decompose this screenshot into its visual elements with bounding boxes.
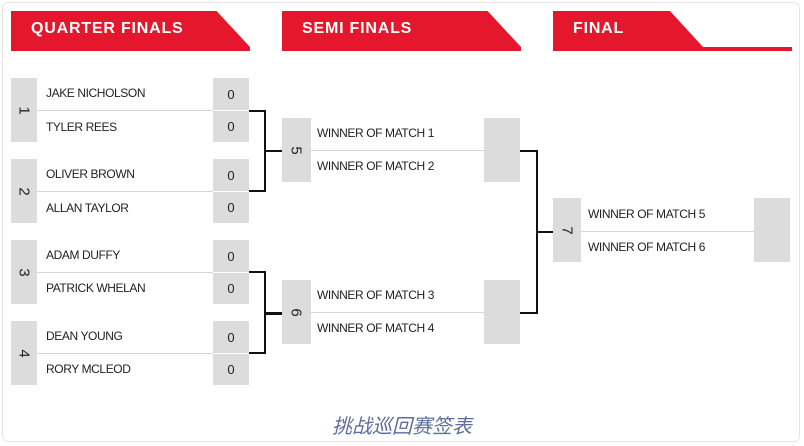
match-number: 2 xyxy=(11,159,37,223)
score-divider xyxy=(213,110,249,111)
header-quarter-finals-label: QUARTER FINALS xyxy=(31,20,184,37)
score-divider xyxy=(213,191,249,192)
connector-line xyxy=(249,352,265,354)
connector-line xyxy=(264,150,282,152)
player-name: OLIVER BROWN xyxy=(46,167,135,181)
connector-line xyxy=(249,271,265,273)
player-name: RORY MCLEOD xyxy=(46,362,131,376)
connector-line xyxy=(249,110,265,112)
match-divider xyxy=(37,191,213,192)
match-divider xyxy=(581,231,754,232)
match-number: 7 xyxy=(553,198,581,262)
score-box xyxy=(484,280,520,344)
score-value: 0 xyxy=(227,199,235,215)
match-divider xyxy=(311,150,484,151)
player-name: WINNER OF MATCH 2 xyxy=(317,159,434,173)
match-number: 6 xyxy=(282,280,311,344)
score-value: 0 xyxy=(227,329,235,345)
player-name: PATRICK WHELAN xyxy=(46,281,146,295)
score-divider xyxy=(213,272,249,273)
score-divider xyxy=(213,353,249,354)
player-name: WINNER OF MATCH 6 xyxy=(588,240,705,254)
score-value: 0 xyxy=(227,280,235,296)
bracket-caption: 挑战巡回赛签表 xyxy=(332,416,472,438)
score-value: 0 xyxy=(227,248,235,264)
player-name: DEAN YOUNG xyxy=(46,329,123,343)
match-number: 1 xyxy=(11,78,37,142)
score-value: 0 xyxy=(227,167,235,183)
header-quarter-finals: QUARTER FINALS xyxy=(11,11,250,51)
player-name: ALLAN TAYLOR xyxy=(46,201,129,215)
connector-line xyxy=(249,190,265,192)
match-divider xyxy=(37,353,213,354)
header-semi-finals: SEMI FINALS xyxy=(282,11,521,51)
connector-line xyxy=(520,150,537,152)
player-name: JAKE NICHOLSON xyxy=(46,86,146,100)
score-box xyxy=(754,198,790,262)
match-number: 5 xyxy=(282,118,311,182)
header-semi-finals-label: SEMI FINALS xyxy=(302,20,413,37)
player-name: WINNER OF MATCH 1 xyxy=(317,126,434,140)
score-value: 0 xyxy=(227,118,235,134)
connector-line xyxy=(520,312,537,314)
connector-line xyxy=(264,312,282,315)
bracket-frame xyxy=(2,2,800,442)
connector-line xyxy=(536,231,553,233)
player-name: ADAM DUFFY xyxy=(46,248,121,262)
player-name: WINNER OF MATCH 3 xyxy=(317,288,434,302)
match-number: 4 xyxy=(11,321,37,385)
match-divider xyxy=(37,272,213,273)
header-final-label: FINAL xyxy=(573,20,625,37)
header-final: FINAL xyxy=(553,11,792,51)
match-divider xyxy=(311,312,484,313)
score-value: 0 xyxy=(227,361,235,377)
score-value: 0 xyxy=(227,86,235,102)
score-box xyxy=(484,118,520,182)
player-name: TYLER REES xyxy=(46,120,117,134)
match-number: 3 xyxy=(11,240,37,304)
match-divider xyxy=(37,110,213,111)
player-name: WINNER OF MATCH 5 xyxy=(588,207,705,221)
player-name: WINNER OF MATCH 4 xyxy=(317,321,434,335)
